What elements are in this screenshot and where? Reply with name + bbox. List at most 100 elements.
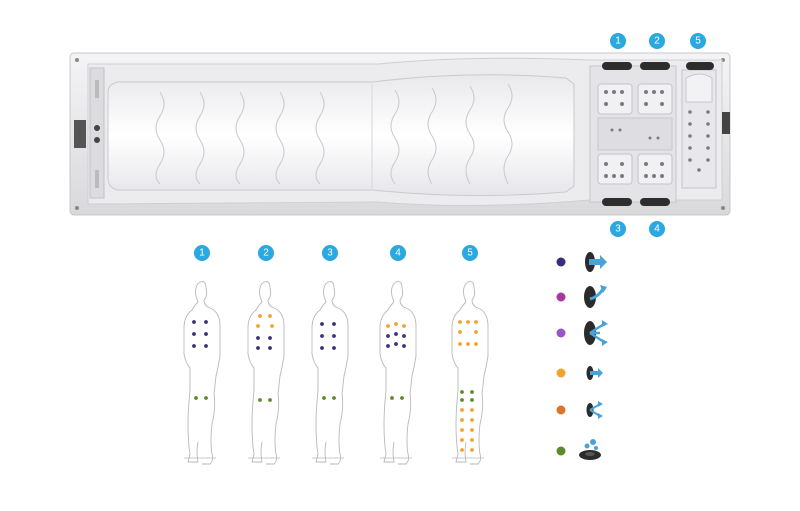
jet-dot (474, 330, 478, 334)
legend-color-dot (556, 368, 566, 378)
body-outline (451, 281, 489, 465)
svg-text:4: 4 (654, 224, 660, 235)
seat-lower-left (597, 153, 633, 185)
jet-dot (460, 418, 464, 422)
jet-dot (402, 344, 406, 348)
jet-dot (268, 314, 272, 318)
jet-dot (402, 324, 406, 328)
body-outline (311, 281, 349, 465)
jet-dot (474, 342, 478, 346)
jet-dot (394, 342, 398, 346)
right-control-block (722, 112, 730, 134)
legend-row-1 (556, 252, 607, 272)
headrest-4 (640, 198, 670, 206)
jet-dot (458, 342, 462, 346)
small-straight-jet-icon (586, 366, 603, 380)
jet-dot (386, 334, 390, 338)
figure-number: 2 (263, 248, 269, 259)
air-bubble-jet-icon (579, 439, 601, 460)
jet-dot (332, 396, 336, 400)
footwell (597, 117, 673, 151)
seat-jets (604, 90, 664, 178)
figure-5: 5 (451, 245, 489, 465)
seat-badge-2: 2 (649, 33, 665, 49)
svg-text:3: 3 (615, 224, 621, 235)
jet-dot (470, 398, 474, 402)
left-control-block (74, 120, 86, 148)
swim-area (107, 74, 575, 197)
jet-dot (470, 390, 474, 394)
legend-color-dot (556, 446, 566, 456)
body-outline (247, 281, 285, 465)
jet-dot (460, 398, 464, 402)
swim-spa-top-view: 1 2 5 3 4 (69, 33, 731, 237)
jet-dot (194, 396, 198, 400)
jet-dot (258, 314, 262, 318)
left-rail (95, 80, 99, 98)
jet-dot (256, 336, 260, 340)
seat-badge-5: 5 (690, 33, 706, 49)
jet-dot (204, 344, 208, 348)
figure-4: 4 (379, 245, 417, 465)
corner-screw (75, 58, 79, 62)
jet-dot (258, 398, 262, 402)
jet-dot (460, 390, 464, 394)
jet-dot (394, 332, 398, 336)
jet-dot (268, 336, 272, 340)
jet-dot (192, 320, 196, 324)
figure-number: 3 (327, 248, 333, 259)
jet-dot (466, 342, 470, 346)
body-jet-map: 1 2 3 4 5 (183, 245, 489, 465)
multi-directional-jet-icon (584, 320, 608, 346)
legend-row-5 (556, 401, 603, 419)
jet-dot (204, 320, 208, 324)
straight-jet-icon (585, 252, 607, 272)
seat-badge-4: 4 (649, 221, 665, 237)
figure-badge-3: 3 (322, 245, 338, 261)
figure-3: 3 (311, 245, 349, 465)
figure-1: 1 (183, 245, 221, 465)
jet-dot (270, 324, 274, 328)
figure-number: 5 (467, 248, 473, 259)
seat-badge-3: 3 (610, 221, 626, 237)
svg-text:1: 1 (615, 36, 621, 47)
left-fitting (94, 137, 100, 143)
legend-row-4 (556, 366, 603, 380)
body-outline (183, 281, 221, 465)
seat-badge-1: 1 (610, 33, 626, 49)
jet-dot (390, 396, 394, 400)
rotating-jet-icon (584, 285, 607, 308)
legend-color-dot (556, 405, 566, 415)
jet-dot (332, 346, 336, 350)
jet-dot (474, 320, 478, 324)
jet-dot (458, 330, 462, 334)
lounger-jets (688, 110, 710, 172)
lounger-headrest (686, 62, 714, 70)
svg-text:2: 2 (654, 36, 660, 47)
corner-screw (75, 206, 79, 210)
figure-badge-2: 2 (258, 245, 274, 261)
jet-dot (192, 344, 196, 348)
seat-upper-left (597, 83, 633, 115)
legend-color-dot (556, 257, 566, 267)
small-multi-jet-icon (586, 401, 603, 419)
jet-legend (556, 252, 608, 460)
jet-dot (320, 322, 324, 326)
jet-dot (204, 396, 208, 400)
figure-badge-1: 1 (194, 245, 210, 261)
jet-dot (470, 418, 474, 422)
seat-upper-right (637, 83, 673, 115)
jet-dot (470, 438, 474, 442)
jet-dot (466, 320, 470, 324)
headrest-1 (602, 62, 632, 70)
legend-color-dot (556, 328, 566, 338)
jet-dot (204, 332, 208, 336)
figure-number: 4 (395, 248, 401, 259)
jet-dot (470, 428, 474, 432)
legend-row-2 (556, 285, 607, 308)
jet-dot (256, 346, 260, 350)
legend-row-3 (556, 320, 608, 346)
legend-row-6 (556, 439, 601, 460)
left-wall-panel (89, 67, 105, 199)
